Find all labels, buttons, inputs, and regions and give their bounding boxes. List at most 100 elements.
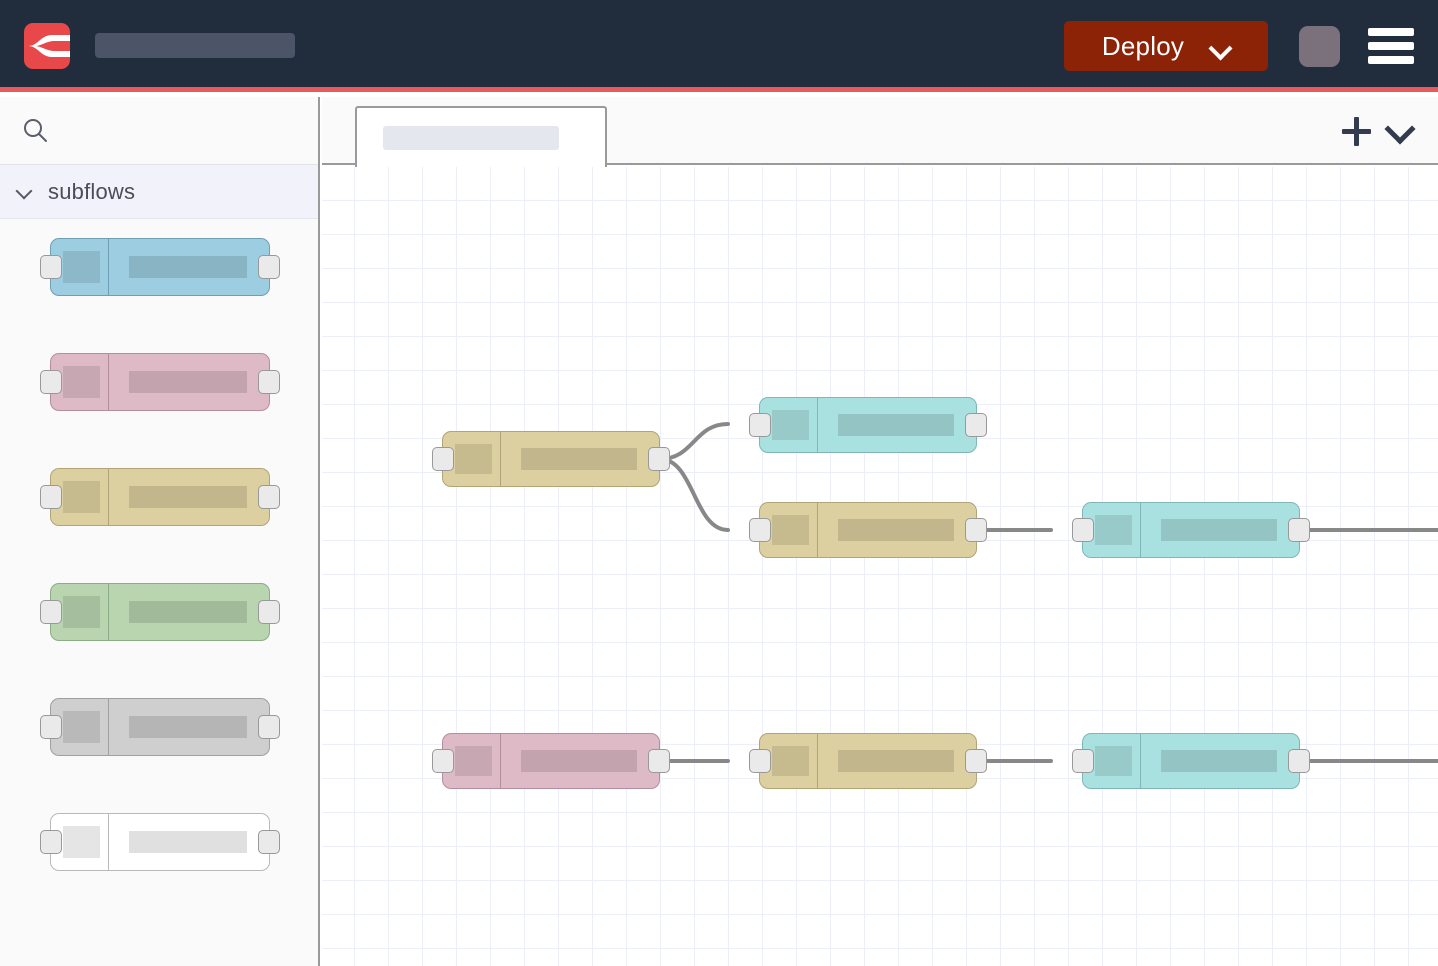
- node-type-icon: [63, 481, 100, 513]
- node-output-port[interactable]: [1288, 749, 1310, 773]
- node-input-port[interactable]: [40, 485, 62, 509]
- flow-tab-bar: [322, 97, 1438, 167]
- node-label: [521, 448, 637, 470]
- node-output-port[interactable]: [648, 749, 670, 773]
- flow-node-c[interactable]: [749, 502, 987, 558]
- node-type-icon: [455, 746, 492, 776]
- app-header: Deploy: [0, 0, 1438, 92]
- palette-node-item[interactable]: [40, 353, 280, 411]
- node-label: [129, 831, 247, 853]
- node-output-port[interactable]: [648, 447, 670, 471]
- node-input-port[interactable]: [749, 518, 771, 542]
- menu-bar-3: [1368, 56, 1414, 64]
- node-label: [838, 750, 954, 772]
- node-icon-cell: [443, 432, 501, 486]
- flow-node-a[interactable]: [432, 431, 670, 487]
- node-label: [129, 486, 247, 508]
- node-type-icon: [63, 711, 100, 743]
- palette-node-4[interactable]: [40, 583, 280, 641]
- logo-glyph: [28, 35, 70, 57]
- node-input-port[interactable]: [40, 600, 62, 624]
- wire-a-to-c[interactable]: [658, 457, 730, 532]
- flow-node-b[interactable]: [749, 397, 987, 453]
- node-icon-cell: [51, 699, 109, 755]
- search-input[interactable]: [0, 97, 318, 165]
- palette-sidebar: subflows: [0, 97, 320, 966]
- node-input-port[interactable]: [749, 413, 771, 437]
- chevron-down-icon: [16, 187, 34, 197]
- node-label: [1161, 519, 1277, 541]
- flow-node-f[interactable]: [749, 733, 987, 789]
- tab-flow-1[interactable]: [355, 106, 607, 167]
- node-output-port[interactable]: [258, 485, 280, 509]
- app-title-placeholder: [95, 33, 295, 58]
- node-type-icon: [63, 251, 100, 283]
- node-input-port[interactable]: [40, 830, 62, 854]
- node-input-port[interactable]: [40, 715, 62, 739]
- node-output-port[interactable]: [1288, 518, 1310, 542]
- deploy-button[interactable]: Deploy: [1064, 21, 1268, 71]
- node-icon-cell: [51, 469, 109, 525]
- wire-a-to-b[interactable]: [658, 422, 730, 461]
- node-output-port[interactable]: [965, 518, 987, 542]
- node-output-port[interactable]: [965, 749, 987, 773]
- node-icon-cell: [51, 354, 109, 410]
- avatar[interactable]: [1299, 26, 1340, 67]
- menu-bar-1: [1368, 28, 1414, 36]
- palette-node-1[interactable]: [40, 238, 280, 296]
- node-input-port[interactable]: [1072, 518, 1094, 542]
- palette-node-item[interactable]: [40, 238, 280, 296]
- node-type-icon: [63, 366, 100, 398]
- node-label: [521, 750, 637, 772]
- palette-node-5[interactable]: [40, 698, 280, 756]
- palette-category-label: subflows: [48, 178, 136, 204]
- node-input-port[interactable]: [432, 447, 454, 471]
- node-label: [129, 716, 247, 738]
- flow-node-g[interactable]: [1072, 733, 1310, 789]
- node-type-icon: [63, 826, 100, 858]
- flow-node-d[interactable]: [1072, 502, 1310, 558]
- node-output-port[interactable]: [965, 413, 987, 437]
- node-label: [129, 371, 247, 393]
- deploy-button-label: Deploy: [1101, 30, 1185, 61]
- palette-node-6[interactable]: [40, 813, 280, 871]
- palette-node-2[interactable]: [40, 353, 280, 411]
- node-input-port[interactable]: [40, 255, 62, 279]
- node-label: [129, 601, 247, 623]
- flow-node-e[interactable]: [432, 733, 670, 789]
- palette-node-item[interactable]: [40, 468, 280, 526]
- node-icon-cell: [760, 734, 818, 788]
- node-icon-cell: [760, 503, 818, 557]
- chevron-down-icon[interactable]: [1210, 40, 1230, 52]
- palette-node-item[interactable]: [40, 813, 280, 871]
- workspace-area: [322, 97, 1438, 966]
- node-icon-cell: [51, 814, 109, 870]
- menu-bar-2: [1368, 42, 1414, 50]
- node-input-port[interactable]: [432, 749, 454, 773]
- node-icon-cell: [1083, 734, 1141, 788]
- node-red-logo-icon[interactable]: [24, 23, 70, 69]
- node-input-port[interactable]: [40, 370, 62, 394]
- node-output-port[interactable]: [258, 370, 280, 394]
- palette-category-subflows[interactable]: subflows: [0, 165, 318, 219]
- node-icon-cell: [1083, 503, 1141, 557]
- wire-layer: [658, 422, 1438, 763]
- chevron-down-icon[interactable]: [1384, 117, 1416, 145]
- node-output-port[interactable]: [258, 830, 280, 854]
- node-output-port[interactable]: [258, 715, 280, 739]
- plus-icon[interactable]: [1340, 115, 1374, 149]
- node-output-port[interactable]: [258, 600, 280, 624]
- palette-node-item[interactable]: [40, 583, 280, 641]
- node-input-port[interactable]: [1072, 749, 1094, 773]
- node-type-icon: [772, 410, 809, 440]
- node-icon-cell: [51, 239, 109, 295]
- palette-node-item[interactable]: [40, 698, 280, 756]
- hamburger-menu-icon[interactable]: [1368, 28, 1414, 64]
- node-type-icon: [1095, 515, 1132, 545]
- node-output-port[interactable]: [258, 255, 280, 279]
- node-input-port[interactable]: [749, 749, 771, 773]
- node-label: [1161, 750, 1277, 772]
- flow-canvas[interactable]: [322, 167, 1438, 966]
- palette-node-3[interactable]: [40, 468, 280, 526]
- node-icon-cell: [51, 584, 109, 640]
